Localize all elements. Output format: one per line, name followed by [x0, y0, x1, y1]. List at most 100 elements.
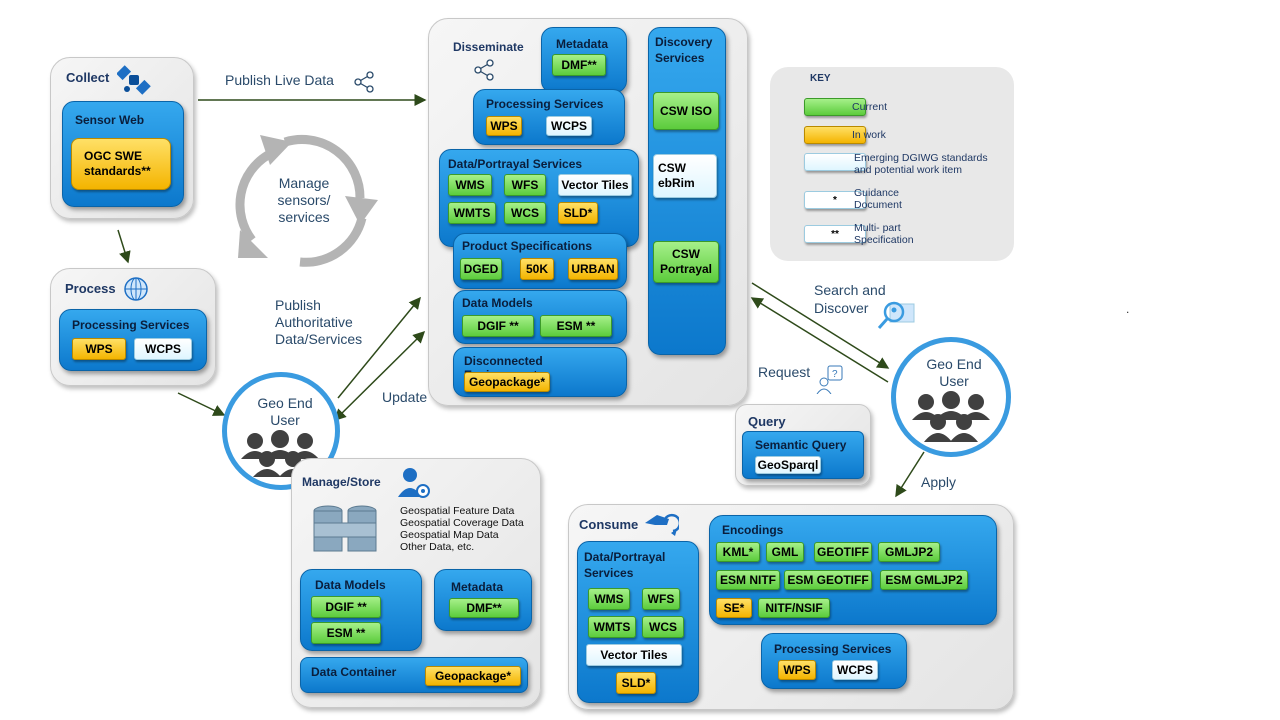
publish-live-label: Publish Live Data [225, 72, 334, 88]
consume-sld-chip[interactable]: SLD* [616, 672, 656, 694]
manage-geopackage-chip[interactable]: Geopackage* [425, 666, 521, 686]
geosparql-chip[interactable]: GeoSparql [755, 456, 821, 474]
publish-auth-label: Publish Authoritative Data/Services [275, 297, 363, 347]
sensor-web-box: Sensor Web OGC SWE standards** [62, 101, 184, 207]
gmljp2-chip[interactable]: GMLJP2 [878, 542, 940, 562]
dissem-esm-chip[interactable]: ESM ** [540, 315, 612, 337]
dissem-wcs-chip[interactable]: WCS [504, 202, 546, 224]
process-to-user-arrow [177, 392, 226, 416]
manage-dmf-chip[interactable]: DMF** [449, 598, 519, 618]
manage-cycle-icon [235, 134, 378, 267]
dissem-wms-chip[interactable]: WMS [448, 174, 492, 196]
dissem-50k-chip[interactable]: 50K [520, 258, 554, 280]
dissem-processing-box: Processing Services WPS WCPS [473, 89, 625, 145]
dissem-geopackage-chip[interactable]: Geopackage* [464, 372, 550, 392]
geo-user-left-label: Geo End User [257, 395, 313, 428]
process-wps-chip[interactable]: WPS [72, 338, 126, 360]
dissem-metadata-title: Metadata [556, 37, 609, 51]
csw-portrayal-chip[interactable]: CSW Portrayal [653, 241, 719, 283]
apply-label: Apply [921, 474, 957, 490]
dissem-dged-chip[interactable]: DGED [460, 258, 502, 280]
process-globe-icon [124, 277, 148, 301]
dissem-data-portrayal-title: Data/Portrayal Services [448, 157, 583, 171]
dissem-sld-chip[interactable]: SLD* [558, 202, 598, 224]
dissem-wfs-chip[interactable]: WFS [504, 174, 546, 196]
kml-chip[interactable]: KML* [716, 542, 760, 562]
database-stack-icon [313, 505, 377, 552]
nitf-nsif-chip[interactable]: NITF/NSIF [758, 598, 830, 618]
key-emerging-label: Emerging DGIWG standards and potential w… [854, 152, 988, 176]
manage-data-container-box: Data Container Geopackage* [300, 657, 528, 693]
consume-panel: Consume Data/Portrayal Services WMS WFS … [568, 504, 1014, 710]
consume-wfs-chip[interactable]: WFS [642, 588, 680, 610]
semantic-query-title: Semantic Query [755, 438, 847, 452]
key-multipart-label: Multi- part Specification [854, 222, 914, 246]
manage-dgif-chip[interactable]: DGIF ** [311, 596, 381, 618]
consume-vector-tiles-chip[interactable]: Vector Tiles [586, 644, 682, 666]
users-group-icon-right [912, 391, 990, 442]
dissem-urban-chip[interactable]: URBAN [568, 258, 618, 280]
process-services-box: Processing Services WPS WCPS [59, 309, 207, 371]
collect-panel: Collect Sensor Web OGC SWE standards** [50, 57, 194, 219]
manage-data-models-box: Data Models DGIF ** ESM ** [300, 569, 422, 651]
csw-iso-chip[interactable]: CSW ISO [653, 92, 719, 130]
share-icon [354, 71, 374, 93]
discovery-services-box: Discovery Services CSW ISO CSW ebRim CSW… [648, 27, 726, 355]
process-wcps-chip[interactable]: WCPS [134, 338, 192, 360]
key-title: KEY [810, 73, 831, 84]
process-services-title: Processing Services [72, 318, 190, 332]
ogc-swe-label: OGC SWE standards** [84, 149, 151, 178]
encodings-box: Encodings KML* GML GEOTIFF GMLJP2 ESM NI… [709, 515, 997, 625]
se-chip[interactable]: SE* [716, 598, 752, 618]
request-user-icon: ? [816, 365, 843, 394]
consume-wcs-chip[interactable]: WCS [642, 616, 684, 638]
key-guidance-swatch: * [804, 191, 866, 209]
csw-ebrim-chip[interactable]: CSW ebRim [653, 154, 717, 198]
csw-ebrim-label: CSW ebRim [658, 161, 695, 190]
key-guidance-label: Guidance Document [854, 187, 902, 211]
ogc-swe-chip[interactable]: OGC SWE standards** [71, 138, 171, 190]
geo-user-right: Geo End User [891, 337, 1011, 457]
collect-to-process-arrow [117, 229, 131, 264]
esm-nitf-chip[interactable]: ESM NITF [716, 570, 780, 590]
request-label: Request [758, 364, 811, 380]
dissem-dgif-chip[interactable]: DGIF ** [462, 315, 534, 337]
query-panel: Query Semantic Query GeoSparql [735, 404, 871, 486]
key-emerging-swatch [804, 153, 866, 171]
key-current-label: Current [852, 101, 888, 113]
manage-data-item: Other Data, etc. [400, 541, 475, 553]
dissem-wps-chip[interactable]: WPS [486, 116, 522, 136]
search-discover-label: Search and Discover [814, 282, 886, 316]
esm-geotiff-chip[interactable]: ESM GEOTIFF [784, 570, 872, 590]
dissem-wmts-chip[interactable]: WMTS [448, 202, 496, 224]
geotiff-chip[interactable]: GEOTIFF [814, 542, 872, 562]
consume-wms-chip[interactable]: WMS [588, 588, 630, 610]
consume-wps-chip[interactable]: WPS [778, 660, 816, 680]
manage-esm-chip[interactable]: ESM ** [311, 622, 381, 644]
manage-data-container-title: Data Container [311, 665, 397, 679]
consume-wcps-chip[interactable]: WCPS [832, 660, 878, 680]
manage-data-list: Geospatial Feature Data Geospatial Cover… [400, 505, 524, 553]
key-inwork-label: In work [852, 129, 886, 141]
gml-chip[interactable]: GML [766, 542, 804, 562]
manage-data-item: Geospatial Coverage Data [400, 517, 524, 529]
esm-gmljp2-chip[interactable]: ESM GMLJP2 [880, 570, 968, 590]
update-arrow [333, 330, 426, 422]
dissem-processing-title: Processing Services [486, 97, 604, 111]
disseminate-title: Disseminate [453, 40, 524, 54]
search-discover-arrow [751, 282, 890, 369]
dissem-dmf-chip[interactable]: DMF** [552, 54, 606, 76]
encodings-title: Encodings [722, 523, 784, 537]
dissem-disconnected-box: Disconnected Environments Geopackage* [453, 347, 627, 397]
dissem-metadata-box: Metadata DMF** [541, 27, 627, 93]
dissem-data-models-box: Data Models DGIF ** ESM ** [453, 290, 627, 344]
query-title: Query [748, 414, 786, 429]
consume-wmts-chip[interactable]: WMTS [588, 616, 636, 638]
dissem-wcps-chip[interactable]: WCPS [546, 116, 592, 136]
request-arrow [750, 297, 889, 383]
manage-data-item: Geospatial Feature Data [400, 505, 515, 517]
svg-text:?: ? [832, 369, 838, 380]
dissem-vector-tiles-chip[interactable]: Vector Tiles [558, 174, 632, 196]
key-panel: KEY Current In work Emerging DGIWG stand… [770, 67, 1014, 261]
